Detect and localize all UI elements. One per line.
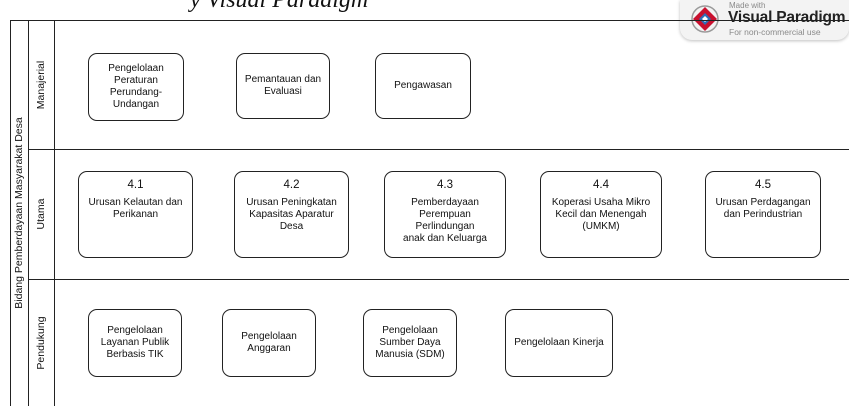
pool-header-divider [28, 20, 29, 406]
task-pengelolaan-kinerja[interactable]: Pengelolaan Kinerja [505, 309, 613, 377]
watermark-brand: Visual Paradigm [728, 9, 846, 26]
watermark-subtitle: For non-commercial use [729, 27, 821, 37]
task-label: Pengelolaan Layanan Publik Berbasis TIK [100, 325, 170, 360]
task-number: 4.3 [437, 179, 453, 191]
pool-frame [10, 20, 849, 406]
watermark-made-with: Made with [729, 1, 766, 10]
task-label: Pengawasan [394, 80, 452, 91]
task-label: Pengelolaan Sumber Daya Manusia (SDM) [375, 325, 445, 360]
task-4-1-kelautan-perikanan[interactable]: 4.1 Urusan Kelautan dan Perikanan [78, 171, 193, 258]
task-number: 4.1 [127, 179, 144, 191]
lane-divider [28, 279, 849, 280]
task-label: Pengelolaan Anggaran [241, 331, 297, 354]
task-label: Urusan Peningkatan Kapasitas Aparatur De… [246, 197, 337, 232]
visual-paradigm-logo-icon [691, 5, 719, 33]
task-4-5-perdagangan[interactable]: 4.5 Urusan Perdagangan dan Perindustrian [705, 171, 821, 258]
task-number: 4.5 [755, 179, 771, 191]
task-label: Urusan Kelautan dan Perikanan [88, 197, 183, 220]
task-pengelolaan-peraturan[interactable]: Pengelolaan Peraturan Perundang- Undanga… [88, 53, 184, 121]
task-label: Urusan Perdagangan dan Perindustrian [715, 197, 811, 220]
task-number: 4.2 [283, 179, 300, 191]
task-sdm[interactable]: Pengelolaan Sumber Daya Manusia (SDM) [363, 309, 457, 377]
lane-label-manajerial: Manajerial [35, 60, 47, 110]
task-number: 4.4 [593, 179, 609, 191]
lane-header-divider [54, 20, 55, 406]
task-label: Pemberdayaan Perempuan Perlindungan anak… [403, 197, 487, 244]
task-4-4-umkm[interactable]: 4.4 Koperasi Usaha Mikro Kecil dan Menen… [540, 171, 662, 258]
diagram-title-partial: y Visual Paradigm [190, 0, 369, 13]
task-pemantauan-evaluasi[interactable]: Pemantauan dan Evaluasi [236, 53, 330, 119]
lane-divider [28, 149, 849, 150]
task-4-3-pemberdayaan-perempuan[interactable]: 4.3 Pemberdayaan Perempuan Perlindungan … [384, 171, 506, 258]
pool-title: Bidang Pemberdayaan Masyarakat Desa [13, 117, 25, 309]
task-pengelolaan-anggaran[interactable]: Pengelolaan Anggaran [222, 309, 316, 377]
task-layanan-publik-tik[interactable]: Pengelolaan Layanan Publik Berbasis TIK [88, 309, 182, 377]
task-label: Pengelolaan Kinerja [514, 337, 604, 348]
lane-label-pendukung: Pendukung [35, 316, 47, 370]
task-label: Koperasi Usaha Mikro Kecil dan Menengah … [551, 197, 651, 232]
task-label: Pengelolaan Peraturan Perundang- Undanga… [108, 63, 164, 110]
task-label: Pemantauan dan Evaluasi [244, 74, 322, 97]
task-pengawasan[interactable]: Pengawasan [375, 53, 471, 119]
lane-label-utama: Utama [35, 198, 47, 230]
task-4-2-kapasitas-aparatur[interactable]: 4.2 Urusan Peningkatan Kapasitas Aparatu… [234, 171, 349, 258]
